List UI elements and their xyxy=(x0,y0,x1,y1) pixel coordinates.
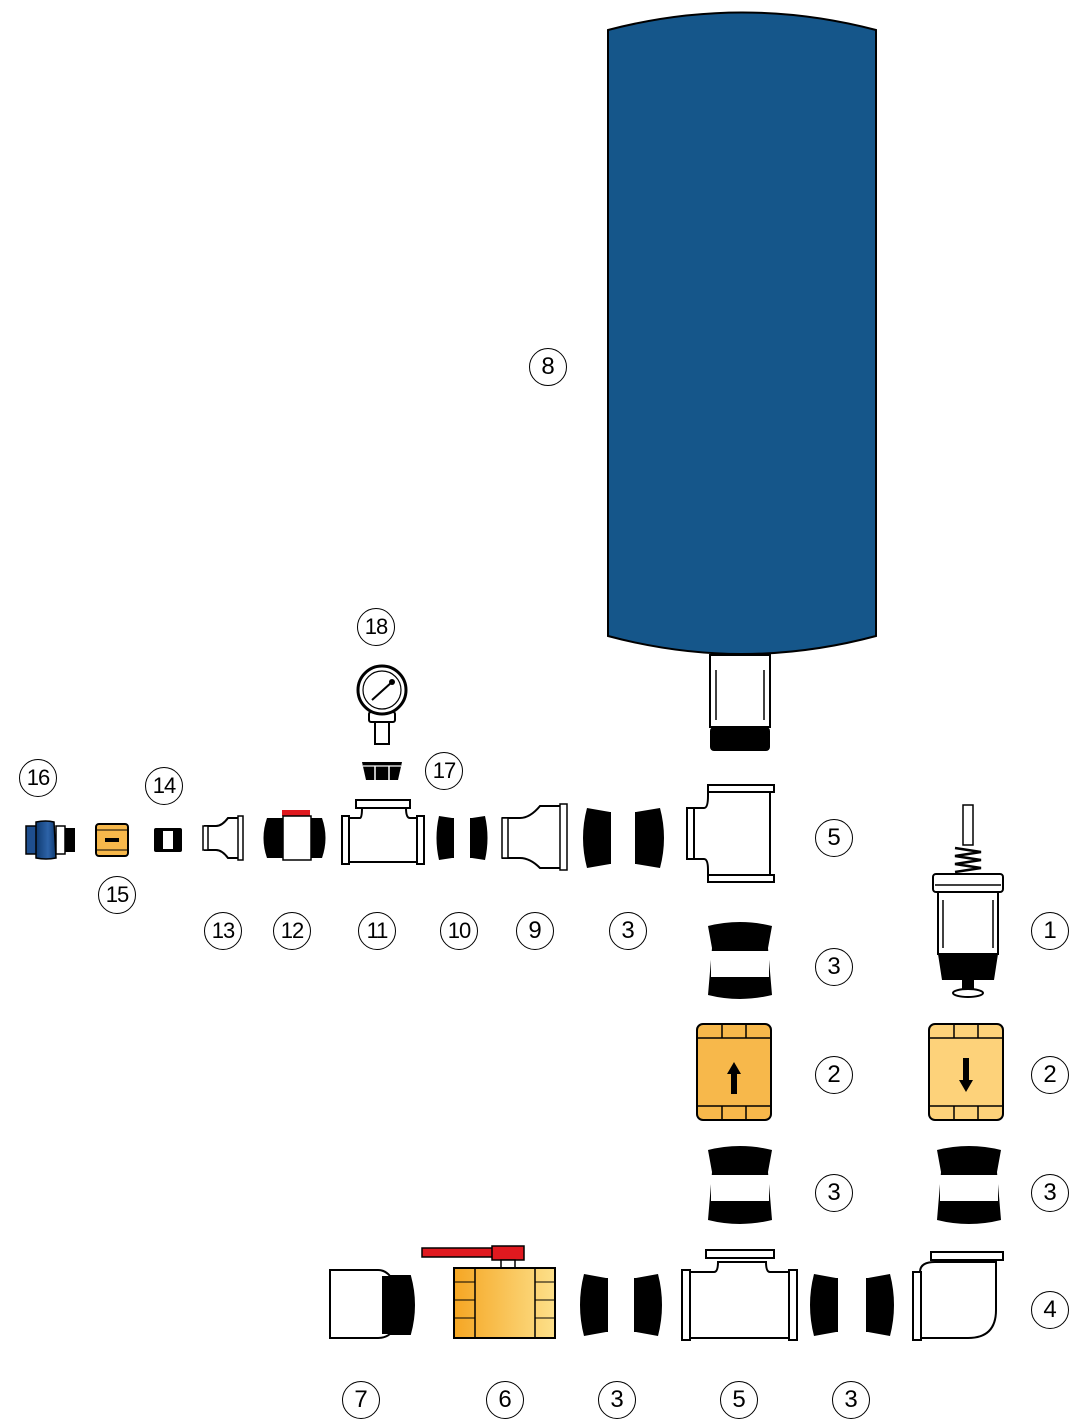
coupling-horizontal-2 xyxy=(580,1274,662,1336)
hex-adapter xyxy=(362,762,402,780)
coupling-horizontal-1 xyxy=(810,1274,894,1336)
callout-7: 7 xyxy=(342,1381,380,1419)
callout-2-up-valve: 2 xyxy=(815,1056,853,1094)
coupling-horizontal-3 xyxy=(583,808,664,868)
ball-valve xyxy=(421,1245,556,1339)
callout-14: 14 xyxy=(145,767,183,805)
air-vent xyxy=(932,804,1004,998)
callout-3-horizontal-lower-left: 3 xyxy=(598,1381,636,1419)
arrow-down-icon xyxy=(959,1058,973,1092)
pressure-gauge xyxy=(356,664,408,745)
callout-13: 13 xyxy=(204,912,242,950)
callout-15: 15 xyxy=(98,876,136,914)
callout-3-horizontal-lower-right: 3 xyxy=(832,1381,870,1419)
coupling-vertical-1 xyxy=(708,922,772,999)
mini-ball-valve xyxy=(263,810,326,861)
small-reducer xyxy=(202,815,244,861)
callout-3-vertical-upper: 3 xyxy=(815,948,853,986)
callout-4: 4 xyxy=(1031,1291,1069,1329)
gauge-tee-fitting xyxy=(341,799,425,865)
callout-12: 12 xyxy=(273,912,311,950)
adapter-fitting xyxy=(329,1269,415,1339)
gauge-needle xyxy=(371,681,393,701)
callout-17: 17 xyxy=(425,752,463,790)
callout-5-lower: 5 xyxy=(720,1381,758,1419)
callout-9: 9 xyxy=(516,912,554,950)
callout-6: 6 xyxy=(486,1381,524,1419)
callout-3-vertical-right: 3 xyxy=(1031,1174,1069,1212)
callout-18: 18 xyxy=(357,608,395,646)
callout-3-vertical-lower: 3 xyxy=(815,1174,853,1212)
callout-10: 10 xyxy=(440,912,478,950)
small-coupling xyxy=(436,816,488,860)
callout-16: 16 xyxy=(19,759,57,797)
callout-1: 1 xyxy=(1031,912,1069,950)
coupling-vertical-3 xyxy=(937,1146,1001,1224)
callout-11: 11 xyxy=(358,912,396,950)
tiny-check-valve xyxy=(95,823,129,857)
arrow-up-icon xyxy=(727,1062,741,1094)
tee-fitting-lower xyxy=(681,1249,798,1341)
elbow-fitting xyxy=(912,1251,1004,1341)
end-cap xyxy=(25,820,75,860)
expansion-tank xyxy=(607,11,877,751)
callout-2-down-valve: 2 xyxy=(1031,1056,1069,1094)
tiny-coupling xyxy=(154,828,182,852)
callout-5-upper: 5 xyxy=(815,819,853,857)
callout-8: 8 xyxy=(529,348,567,386)
callout-3-horizontal-upper: 3 xyxy=(609,912,647,950)
check-valve-up xyxy=(696,1023,772,1121)
coupling-vertical-2 xyxy=(708,1146,772,1224)
tee-fitting-upper xyxy=(686,784,775,883)
check-valve-down xyxy=(928,1023,1004,1121)
reducer-fitting xyxy=(501,803,568,871)
